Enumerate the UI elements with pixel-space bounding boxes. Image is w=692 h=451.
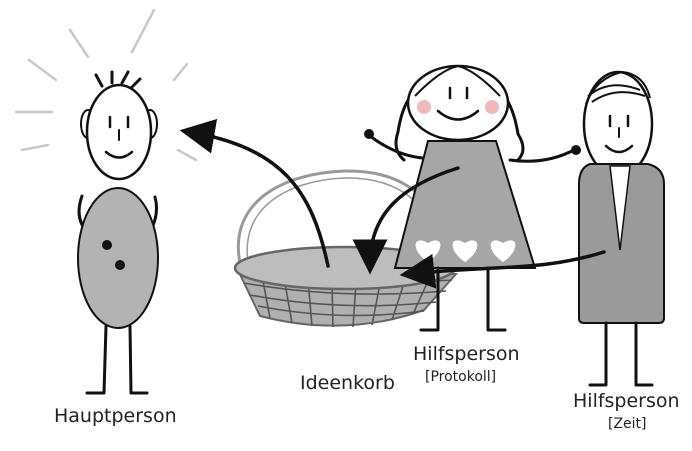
heart-icons bbox=[415, 240, 516, 262]
hilfsperson-protokoll-dress bbox=[393, 140, 537, 269]
hauptperson-body bbox=[77, 187, 159, 329]
hilfsperson-protokoll-figure bbox=[364, 64, 581, 332]
label-hilfsperson-protokoll-role: [Protokoll] bbox=[425, 369, 497, 385]
label-hauptperson: Hauptperson bbox=[54, 405, 177, 427]
label-ideenkorb: Ideenkorb bbox=[300, 372, 395, 394]
label-hilfsperson-protokoll: Hilfsperson bbox=[413, 343, 520, 365]
label-hilfsperson-zeit: Hilfsperson bbox=[573, 390, 680, 412]
label-hilfsperson-zeit-role: [Zeit] bbox=[608, 416, 647, 432]
flow-arrows bbox=[179, 118, 606, 289]
arrow-basket-to-hauptperson bbox=[179, 118, 330, 268]
arrow-protokoll-to-basket bbox=[352, 166, 460, 275]
arrow-zeit-to-basket bbox=[399, 250, 606, 289]
hilfsperson-zeit-figure bbox=[578, 70, 665, 387]
hauptperson-figure bbox=[14, 8, 198, 395]
